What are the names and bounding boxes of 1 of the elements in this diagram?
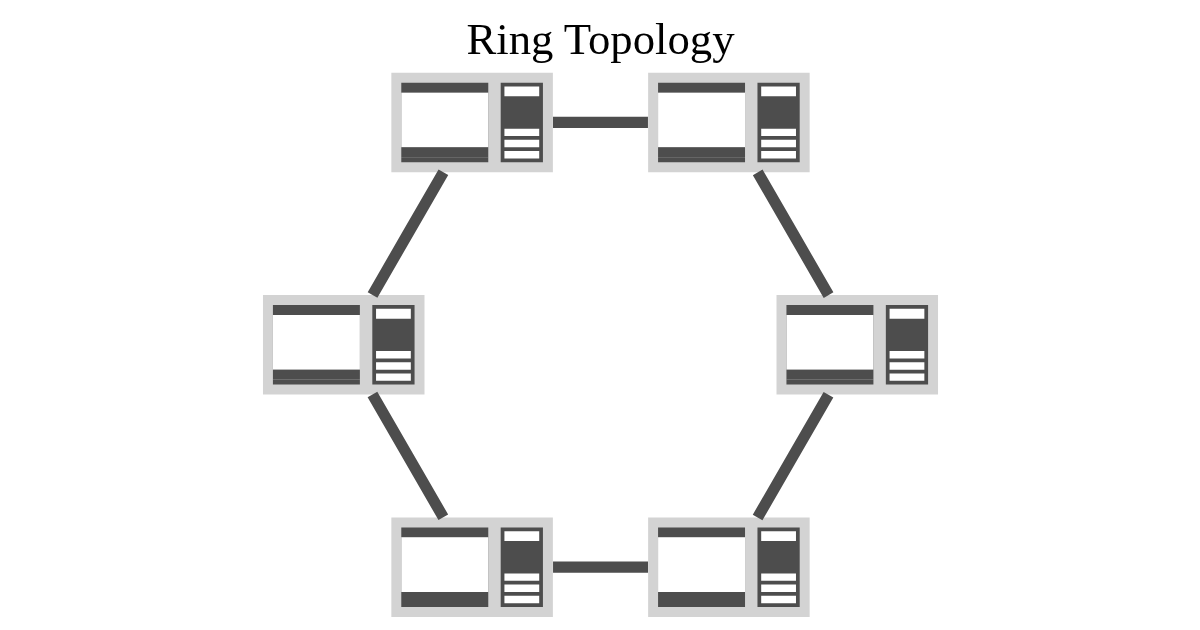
diagram-title: Ring Topology <box>465 13 735 64</box>
